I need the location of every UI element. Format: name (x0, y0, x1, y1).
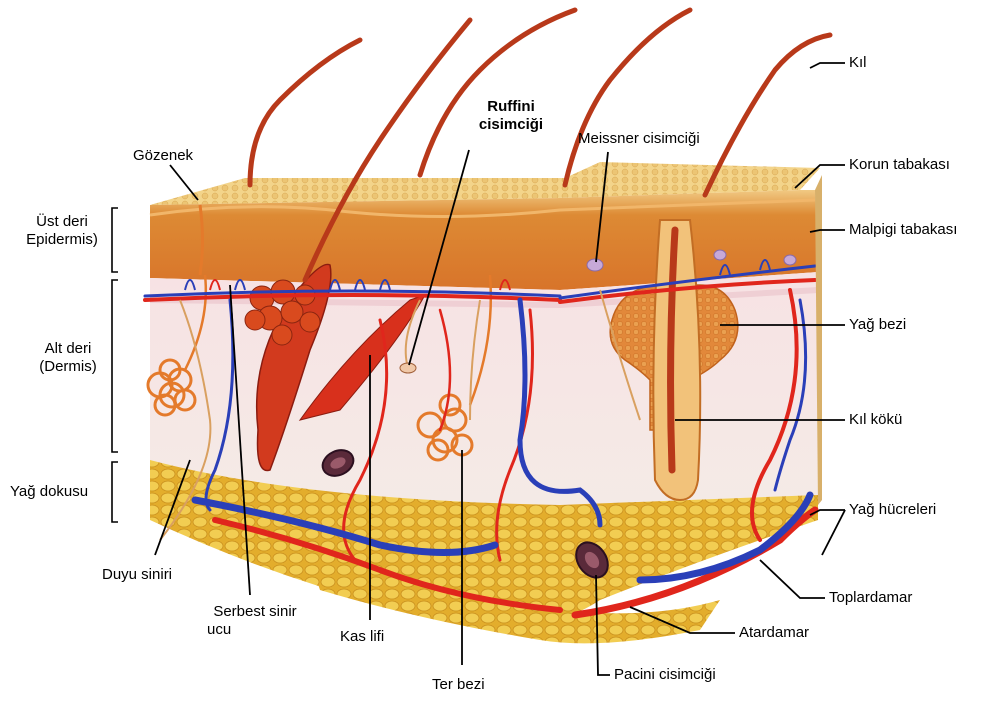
label-duyu-siniri: Duyu siniri (102, 566, 172, 584)
label-pacini-cisimcigi: Pacini cisimciği (614, 666, 716, 684)
label-ust-deri: Üst deri Epidermis) (14, 213, 110, 249)
label-yag-bezi: Yağ bezi (849, 316, 906, 334)
epidermis-layer (150, 190, 818, 290)
label-kil-koku: Kıl kökü (849, 411, 902, 429)
label-kil: Kıl (849, 54, 867, 72)
label-malpigi-tabakasi: Malpigi tabakası (849, 221, 957, 239)
layer-brackets (112, 208, 118, 522)
label-ter-bezi: Ter bezi (432, 676, 485, 694)
label-gozenek: Gözenek (133, 147, 193, 165)
label-meissner-cisimcigi: Meissner cisimciği (578, 130, 700, 148)
label-ruffini-cisimcigi: Ruffini cisimciği (466, 98, 556, 134)
label-yag-dokusu: Yağ dokusu (10, 483, 88, 501)
label-korun-tabakasi: Korun tabakası (849, 156, 950, 174)
label-atardamar: Atardamar (739, 624, 809, 642)
ruffini-corpuscle (400, 363, 416, 373)
label-toplardamar: Toplardamar (829, 589, 912, 607)
label-yag-hucreleri: Yağ hücreleri (849, 501, 936, 519)
label-serbest-sinir-ucu: Serbest sinir ucu (200, 603, 310, 639)
label-alt-deri: Alt deri (Dermis) (28, 340, 108, 376)
label-kas-lifi: Kas lifi (340, 628, 384, 646)
